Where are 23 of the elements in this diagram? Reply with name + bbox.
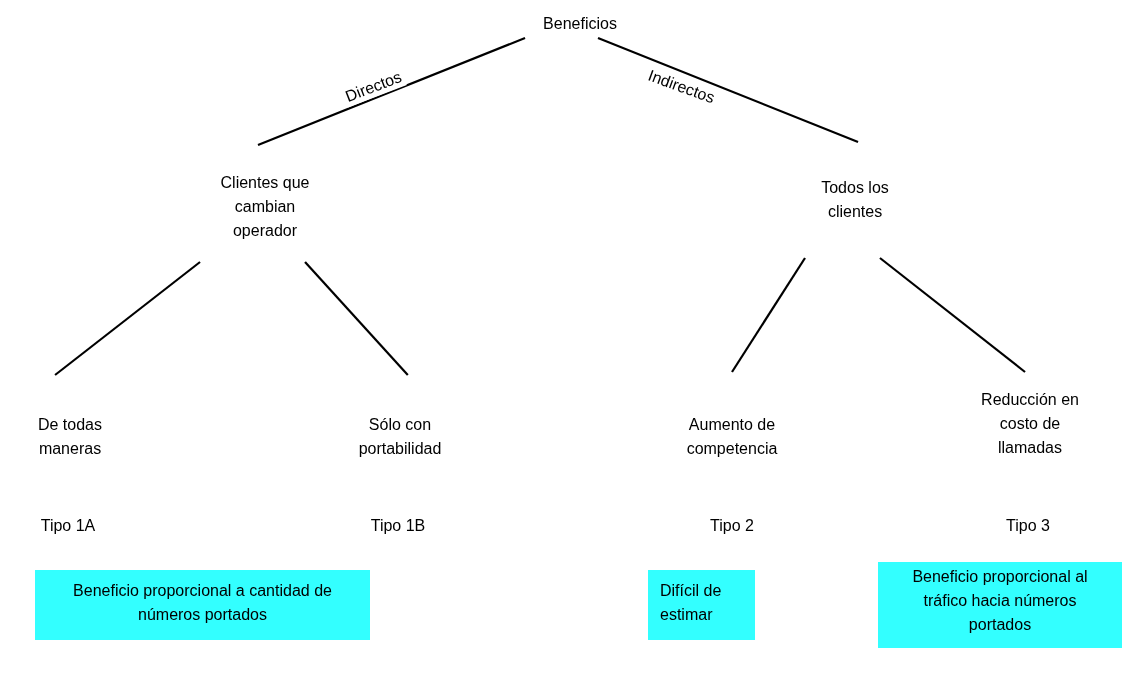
node-text: Clientes que cambian operador <box>219 173 311 241</box>
note-box <box>878 562 1122 648</box>
type-label: Tipo 3 <box>1006 516 1050 536</box>
node-text: Beneficio proporcional a cantidad de números portados <box>72 581 333 625</box>
type-label: Tipo 1A <box>40 516 96 536</box>
node-text: Todos los clientes <box>820 178 890 222</box>
type-label: Tipo 2 <box>710 516 754 536</box>
node-text: Reducción en costo de llamadas <box>980 390 1080 458</box>
note-box <box>648 570 755 640</box>
connector-line <box>731 257 806 373</box>
connector-line <box>304 261 409 376</box>
connector-line <box>879 257 1026 373</box>
node-text: De todas maneras <box>36 415 103 459</box>
node-text: Beneficios <box>543 14 617 34</box>
node-text: Aumento de competencia <box>685 415 779 459</box>
connector-line <box>597 36 859 144</box>
node-text: Difícil de estimar <box>660 581 723 625</box>
note-box <box>35 570 370 640</box>
connector-line <box>257 36 526 147</box>
type-label: Tipo 1B <box>370 516 426 536</box>
node-text: Sólo con portabilidad <box>357 415 443 459</box>
node-text: Beneficio proporcional al tráfico hacia números portados <box>911 567 1089 635</box>
connector-line <box>54 261 201 376</box>
